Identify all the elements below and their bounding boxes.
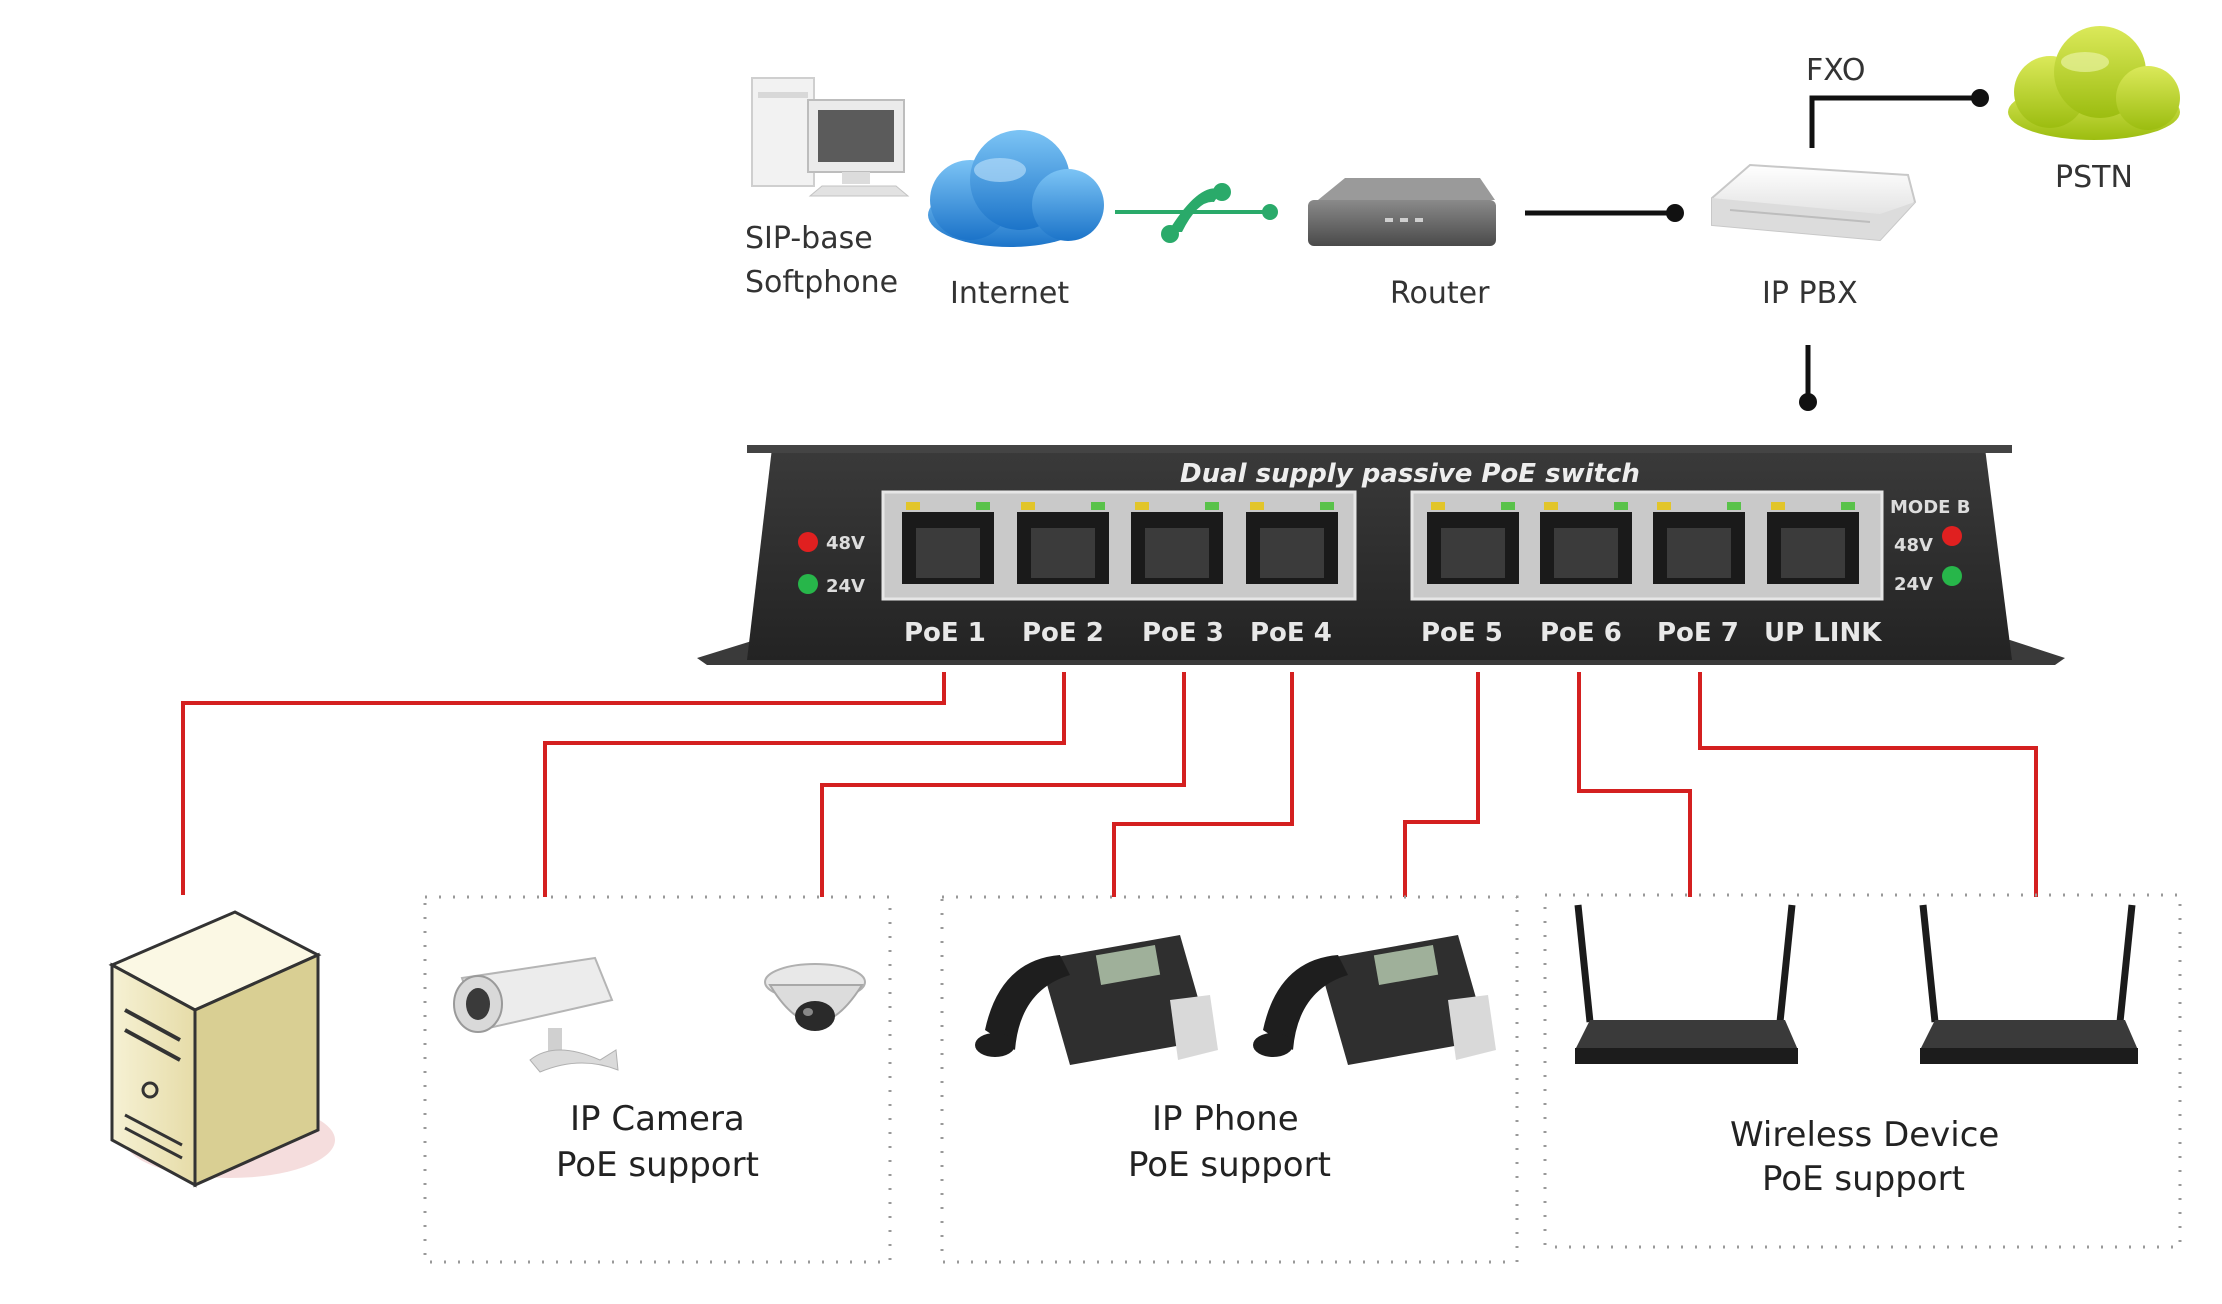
ip-pbx-icon [1711,163,1917,242]
camera-label-line1: IP Camera [570,1099,745,1139]
power-24v-led-icon [798,574,818,594]
port-label: PoE 7 [1657,618,1739,648]
fxo-label: FXO [1806,53,1866,88]
right-led-top-label: 48V [1894,535,1933,556]
wireless-label-line2: PoE support [1762,1159,1965,1199]
ethernet-port-icon [1540,502,1632,584]
ip-phone-icon [975,935,1218,1065]
bullet-camera-icon [453,956,619,1073]
port-label: PoE 1 [904,618,986,648]
phone-group-box [940,895,1519,1264]
ethernet-port-icon [1653,502,1745,584]
camera-group-box [423,895,892,1264]
poe-cable [820,672,1186,897]
switch-title: Dual supply passive PoE switch [1180,459,1640,489]
mode-24v-led-icon [1942,566,1962,586]
ethernet-port-icon [1767,502,1859,584]
camera-label-line2: PoE support [556,1145,759,1185]
fxo-pstn-link [1809,95,1980,148]
port-label: PoE 3 [1142,618,1224,648]
power-48v-led-icon [798,532,818,552]
phone-label-line2: PoE support [1128,1145,1331,1185]
right-led-bottom-label: 24V [1894,574,1933,595]
port-label: PoE 6 [1540,618,1622,648]
left-led-top-label: 48V [826,533,865,554]
port-label: PoE 4 [1250,618,1332,648]
pstn-label: PSTN [2055,160,2133,195]
phone-handset-icon [1115,183,1278,243]
ethernet-port-icon [1427,502,1519,584]
ethernet-port-icon [902,502,994,584]
ethernet-port-icon [1246,502,1338,584]
poe-cable [1403,672,1480,897]
port-label: PoE 2 [1022,618,1104,648]
softphone-label-line2: Softphone [745,265,898,300]
ippbx-label: IP PBX [1762,276,1858,311]
ethernet-port-icon [1017,502,1109,584]
mode-label: MODE B [1890,497,1970,518]
poe-cable [1698,672,2038,897]
poe-cables [181,672,2038,897]
softphone-pc-icon [751,77,910,197]
poe-cable [543,672,1066,897]
server-icon [108,910,335,1188]
router-icon [1308,178,1496,246]
poe-cable [1577,672,1692,897]
port-label: PoE 5 [1421,618,1503,648]
softphone-label-line1: SIP-base [745,221,873,256]
ethernet-port-icon [1131,502,1223,584]
wireless-router-icon [1919,904,2138,1064]
left-led-bottom-label: 24V [826,576,865,597]
poe-switch: Dual supply passive PoE switch 48V 24V M… [697,445,2065,665]
poe-cable [1112,672,1294,897]
router-label: Router [1390,276,1490,311]
dome-camera-icon [764,963,866,1031]
wireless-label-line1: Wireless Device [1730,1115,1999,1155]
poe-cable [181,672,946,895]
mode-48v-led-icon [1942,526,1962,546]
wireless-router-icon [1574,904,1798,1064]
ip-phone-icon [1253,935,1496,1065]
internet-cloud-icon [928,130,1104,247]
internet-label: Internet [950,276,1069,311]
phone-label-line1: IP Phone [1152,1099,1299,1139]
pstn-cloud-icon [2008,26,2180,140]
port-label: UP LINK [1764,618,1882,648]
